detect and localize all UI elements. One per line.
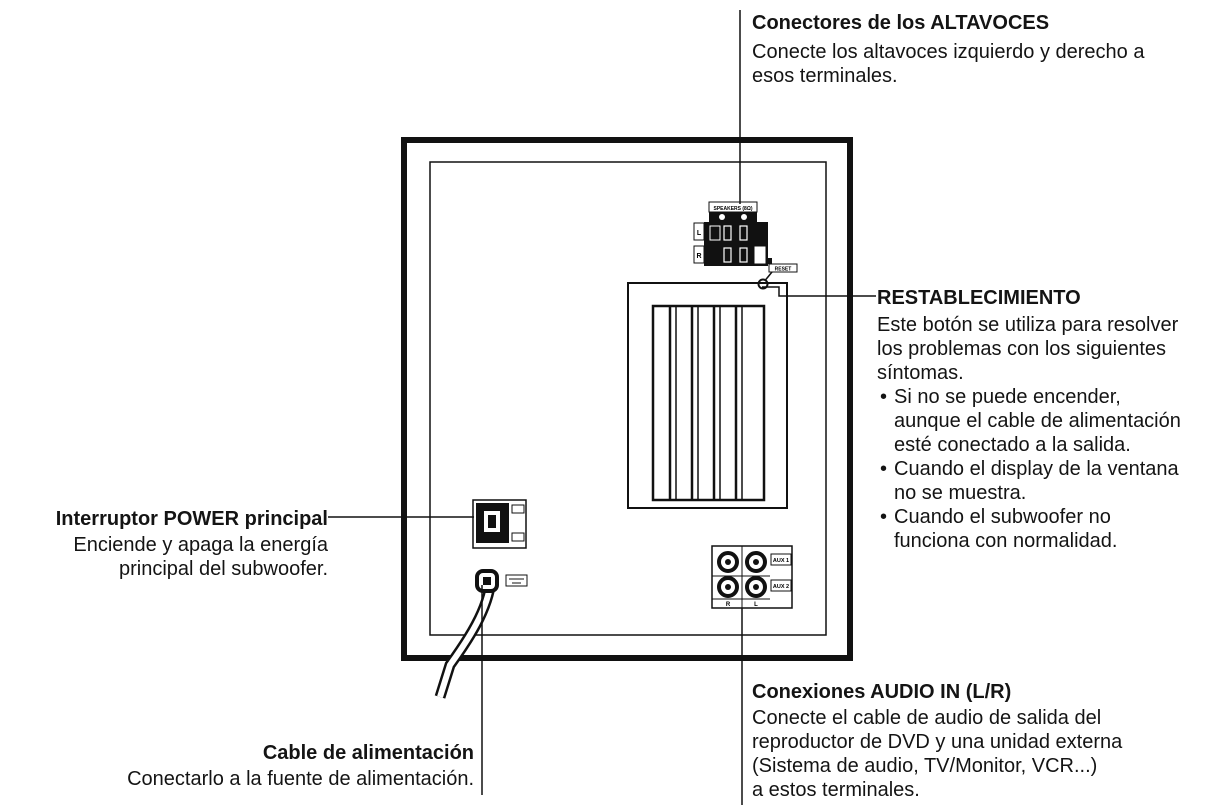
reset-bullet-marker: • — [880, 506, 888, 528]
inner-frame — [429, 161, 827, 636]
reset-bullet-text: aunque el cable de alimentación — [894, 410, 1181, 432]
power-cable — [434, 569, 528, 699]
audio-in-callout-line: (Sistema de audio, TV/Monitor, VCR...) — [752, 755, 1098, 777]
svg-text:L: L — [697, 230, 702, 237]
reset-bullet-text: funciona con normalidad. — [894, 530, 1118, 552]
reset-callout-line: Este botón se utiliza para resolver — [877, 314, 1179, 336]
reset-bullet-marker: • — [880, 458, 888, 480]
svg-text:R: R — [726, 602, 731, 608]
svg-text:AUX 1: AUX 1 — [773, 558, 789, 564]
reset-button: RESET — [757, 263, 798, 290]
reset-bullet-text: Cuando el subwoofer no — [894, 506, 1111, 528]
power-callout-line: Enciende y apaga la energía — [73, 534, 328, 556]
power-callout-title: Interruptor POWER principal — [55, 508, 328, 530]
svg-text:L: L — [754, 602, 758, 608]
reset-callout-title: RESTABLECIMIENTO — [877, 287, 1081, 309]
svg-text:AUX 2: AUX 2 — [773, 584, 789, 590]
reset-callout-line: síntomas. — [877, 362, 964, 384]
reset-bullet-text: Si no se puede encender, — [894, 386, 1121, 408]
audio-in-callout-line: a estos terminales. — [752, 779, 920, 801]
heatsink — [627, 282, 788, 509]
audio-in-callout-title: Conexiones AUDIO IN (L/R) — [752, 681, 1012, 703]
audio-in-callout-line: Conecte el cable de audio de salida del — [752, 707, 1102, 729]
reset-bullet-text: Cuando el display de la ventana — [894, 458, 1179, 480]
speakers-callout-line: esos terminales. — [752, 65, 898, 87]
power-callout-line: principal del subwoofer. — [118, 558, 328, 580]
cable-callout-line: Conectarlo a la fuente de alimentación. — [127, 768, 474, 790]
audio-in-callout-line: reproductor de DVD y una unidad externa — [752, 731, 1123, 753]
reset-callout-line: los problemas con los siguientes — [877, 338, 1167, 360]
speakers-callout-title: Conectores de los ALTAVOCES — [752, 12, 1050, 34]
power-switch — [472, 499, 527, 549]
svg-text:RESET: RESET — [775, 267, 792, 273]
outer-frame — [401, 137, 853, 661]
svg-text:R: R — [696, 253, 701, 260]
cable-callout-title: Cable de alimentación — [262, 742, 474, 764]
speaker-terminals: SPEAKERS (8Ω) L R — [693, 201, 772, 266]
reset-bullet-text: esté conectado a la salida. — [894, 434, 1131, 456]
reset-bullet-marker: • — [880, 386, 888, 408]
leader-lines — [328, 10, 876, 805]
svg-text:SPEAKERS (8Ω): SPEAKERS (8Ω) — [713, 206, 752, 212]
aux-input-jacks: AUX 1 AUX 2 R L — [711, 545, 793, 609]
speakers-callout-line: Conecte los altavoces izquierdo y derech… — [752, 41, 1145, 63]
reset-bullet-text: no se muestra. — [894, 482, 1027, 504]
